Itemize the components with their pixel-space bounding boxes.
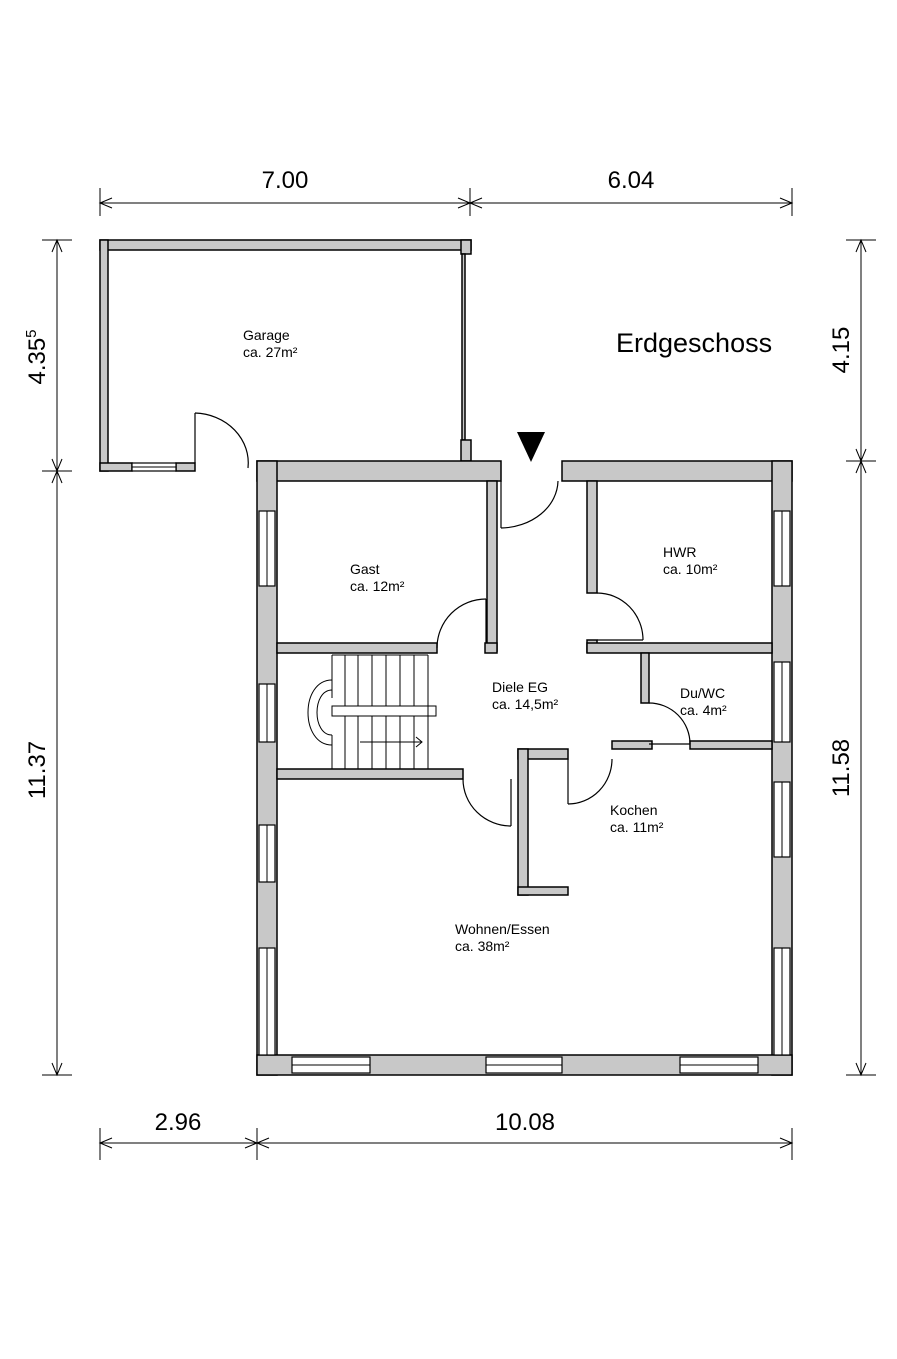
- room-garage-area: ca. 27m²: [243, 344, 298, 360]
- windows-bottom: [291, 1056, 759, 1074]
- dim-bottom-right: 10.08: [495, 1109, 555, 1136]
- dim-right-top: 4.15: [828, 327, 855, 374]
- dim-bottom-left: 2.96: [155, 1109, 202, 1136]
- garage-walls: [99, 239, 472, 472]
- entrance-marker-icon: [517, 432, 545, 462]
- dim-left-top: 4.355: [23, 329, 51, 384]
- room-kochen-area: ca. 11m²: [610, 819, 664, 835]
- floor-title: Erdgeschoss: [616, 328, 772, 358]
- dim-left-bottom: 11.37: [24, 741, 51, 799]
- doors: [436, 480, 691, 827]
- dim-right-bottom: 11.58: [828, 739, 855, 797]
- dimension-lines: [42, 188, 876, 1160]
- house-walls: [256, 460, 793, 1076]
- room-gast-name: Gast: [350, 561, 380, 577]
- room-kochen-name: Kochen: [610, 802, 657, 818]
- dim-top-right: 6.04: [608, 167, 655, 194]
- room-wohnen-area: ca. 38m²: [455, 938, 510, 954]
- windows-left: [258, 510, 276, 1056]
- windows-right: [773, 510, 791, 1056]
- room-duwc-name: Du/WC: [680, 685, 725, 701]
- dim-top-left: 7.00: [262, 167, 309, 194]
- room-diele-name: Diele EG: [492, 679, 548, 695]
- room-garage-name: Garage: [243, 327, 290, 343]
- room-hwr-area: ca. 10m²: [663, 561, 718, 577]
- dim-left-top-superscript: 5: [23, 329, 40, 337]
- room-hwr-name: HWR: [663, 544, 696, 560]
- room-gast-area: ca. 12m²: [350, 578, 405, 594]
- room-wohnen-name: Wohnen/Essen: [455, 921, 550, 937]
- room-diele-area: ca. 14,5m²: [492, 696, 558, 712]
- room-duwc-area: ca. 4m²: [680, 702, 727, 718]
- garage-door: [194, 412, 249, 469]
- staircase: [307, 654, 437, 770]
